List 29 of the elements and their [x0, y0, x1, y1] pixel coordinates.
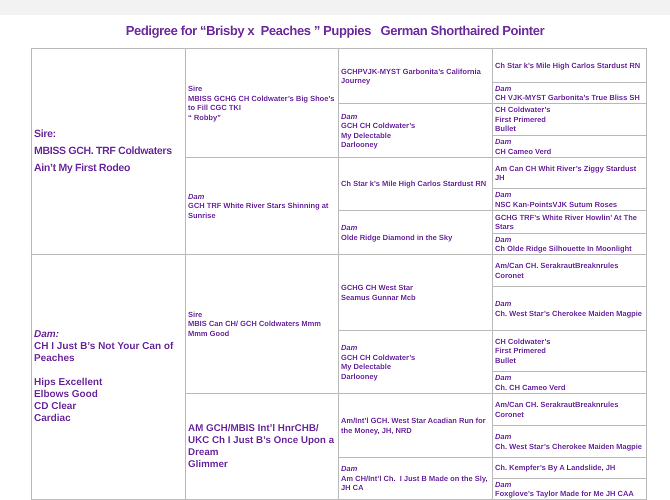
pedigree-cell: [492, 371, 647, 394]
parent-label: Sire:: [34, 127, 56, 142]
dog-name: CH I Just B’s Not Your Can of Peaches: [34, 341, 174, 365]
pedigree-cell: [492, 135, 647, 158]
pedigree-cell: [492, 157, 647, 189]
pedigree-cell: [492, 330, 647, 372]
health-result: CD Clear: [34, 401, 76, 413]
pedigree-cell: [31, 48, 186, 255]
pedigree-cell: [492, 393, 647, 426]
pedigree-cell: [492, 103, 647, 136]
pedigree-cell: [492, 425, 647, 458]
health-result: Elbows Good: [34, 389, 98, 401]
health-result: Hips Excellent: [34, 377, 102, 389]
pedigree-cell: [492, 254, 647, 287]
pedigree-cell: [492, 457, 647, 479]
pedigree-cell: [492, 82, 647, 104]
dog-name: Glimmer: [188, 458, 228, 470]
pedigree-cell: [31, 254, 186, 500]
dog-name: MBISS GCH. TRF Coldwaters Ain’t My First Rodeo: [34, 144, 173, 176]
parent-label: Dam:: [34, 329, 60, 341]
page-title: Pedigree for “Brisby x Peaches ” Puppies German Shorthaired Pointer: [126, 23, 544, 39]
pedigree-cell: [492, 233, 647, 255]
pedigree-cell: [492, 478, 647, 500]
health-result: Cardiac: [34, 413, 71, 425]
pedigree-cell: [492, 286, 647, 331]
pedigree-cell: [492, 210, 647, 234]
pedigree-cell: [492, 48, 647, 83]
pedigree-cell: [492, 188, 647, 211]
dog-name: AM GCH/MBIS Int’l HnrCHB/ UKC Ch I Just B’s Once Upon a Dream: [188, 422, 336, 458]
